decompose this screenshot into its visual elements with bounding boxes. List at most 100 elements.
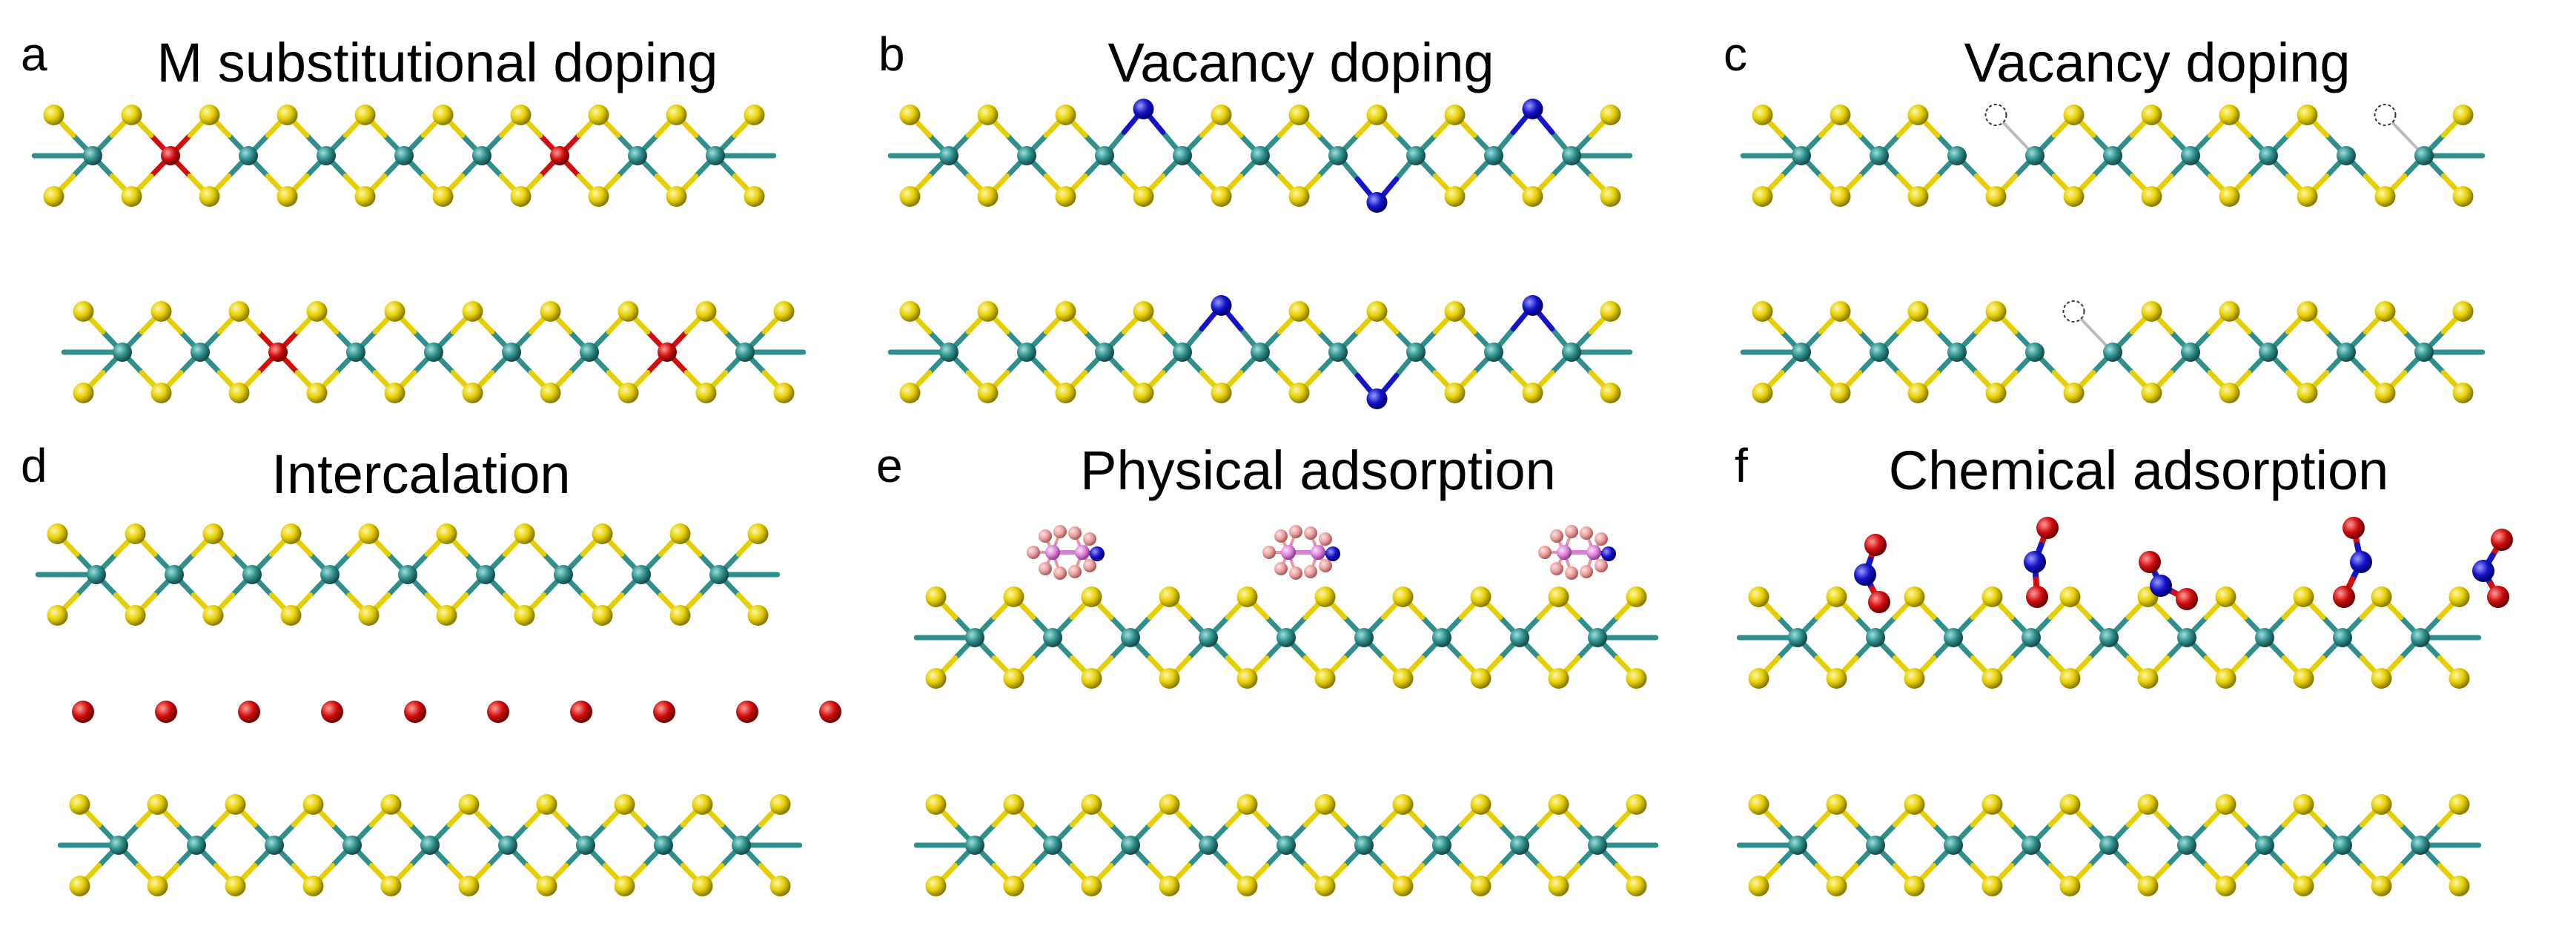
chalcogen-atom bbox=[1159, 586, 1180, 607]
intercalant-atom bbox=[736, 701, 758, 723]
chalcogen-atom bbox=[277, 105, 298, 125]
chalcogen-atom bbox=[2448, 794, 2470, 815]
intercalant-atom bbox=[155, 701, 177, 723]
chalcogen-atom bbox=[510, 186, 532, 207]
intercalant-atom bbox=[238, 701, 260, 723]
chalcogen-atom bbox=[1985, 186, 2007, 207]
intercalant-atom bbox=[819, 701, 841, 723]
chalcogen-atom bbox=[1830, 105, 1851, 125]
metal-atom bbox=[2177, 836, 2196, 855]
chalcogen-atom bbox=[354, 186, 376, 207]
chalcogen-atom bbox=[2374, 301, 2396, 322]
chalcogen-atom bbox=[1081, 586, 1102, 607]
chalcogen-atom bbox=[747, 523, 769, 544]
chalcogen-atom bbox=[1826, 668, 1847, 689]
chalcogen-atom bbox=[744, 105, 765, 125]
metal-atom bbox=[580, 343, 599, 362]
chalcogen-atom bbox=[280, 523, 302, 544]
metal-atom bbox=[939, 343, 958, 362]
chalcogen-atom bbox=[2297, 383, 2318, 403]
chalcogen-atom bbox=[925, 794, 947, 815]
chalcogen-atom bbox=[358, 523, 380, 544]
chalcogen-atom bbox=[380, 794, 402, 815]
chalcogen-atom bbox=[1907, 105, 1929, 125]
chalcogen-atom bbox=[302, 876, 324, 896]
metal-atom bbox=[2337, 343, 2356, 362]
chalcogen-atom bbox=[1470, 794, 1491, 815]
molecule-nitrogen-atom bbox=[1325, 546, 1340, 561]
chalcogen-atom bbox=[1981, 876, 2003, 896]
chalcogen-atom bbox=[617, 383, 639, 403]
metal-atom bbox=[1562, 146, 1581, 165]
chalcogen-atom bbox=[536, 876, 557, 896]
metal-atom bbox=[2255, 836, 2274, 855]
metal-atom bbox=[1510, 628, 1529, 647]
chalcogen-atom bbox=[1211, 186, 1232, 207]
chalcogen-atom bbox=[458, 876, 480, 896]
chalcogen-atom bbox=[2374, 186, 2396, 207]
chalcogen-atom bbox=[2219, 105, 2240, 125]
metal-atom bbox=[2333, 628, 2352, 647]
chalcogen-atom bbox=[1748, 794, 1769, 815]
hydrogen-atom bbox=[1304, 565, 1317, 578]
chalcogen-atom bbox=[540, 383, 561, 403]
chalcogen-atom bbox=[1081, 794, 1102, 815]
molecule-core-atom bbox=[1586, 545, 1601, 560]
chalcogen-atom bbox=[384, 383, 405, 403]
metal-atom bbox=[346, 343, 365, 362]
chalcogen-atom bbox=[147, 876, 168, 896]
chalcogen-atom bbox=[306, 301, 328, 322]
panel-c-title: Vacancy doping bbox=[1964, 32, 2350, 93]
chalcogen-atom bbox=[1081, 876, 1102, 896]
metal-atom bbox=[965, 628, 984, 647]
metal-atom bbox=[113, 343, 132, 362]
oxygen-atom bbox=[2333, 586, 2355, 608]
metal-atom bbox=[732, 836, 751, 855]
chalcogen-atom bbox=[2219, 186, 2240, 207]
metal-atom bbox=[476, 565, 495, 584]
metal-atom bbox=[187, 836, 206, 855]
chalcogen-atom bbox=[2137, 668, 2159, 689]
chalcogen-atom bbox=[1548, 876, 1569, 896]
metal-atom bbox=[1484, 343, 1503, 362]
chalcogen-atom bbox=[69, 794, 90, 815]
chalcogen-atom bbox=[2297, 105, 2318, 125]
chalcogen-atom bbox=[695, 383, 717, 403]
metal-atom bbox=[1788, 628, 1807, 647]
metal-atom bbox=[1870, 146, 1889, 165]
chalcogen-atom bbox=[977, 186, 999, 207]
chalcogen-atom bbox=[1826, 794, 1847, 815]
metal-atom bbox=[2025, 146, 2044, 165]
hydrogen-atom bbox=[1595, 532, 1608, 546]
metal-atom bbox=[2025, 343, 2044, 362]
chalcogen-atom bbox=[202, 605, 224, 626]
chalcogen-atom bbox=[1600, 186, 1621, 207]
chalcogen-atom bbox=[666, 186, 687, 207]
chalcogen-atom bbox=[1548, 586, 1569, 607]
chalcogen-atom bbox=[2371, 794, 2392, 815]
hydrogen-atom bbox=[1262, 546, 1276, 559]
metal-atom bbox=[965, 836, 984, 855]
chalcogen-atom bbox=[1288, 301, 1310, 322]
chalcogen-atom bbox=[2215, 876, 2236, 896]
chalcogen-atom bbox=[1444, 186, 1466, 207]
hydrogen-atom bbox=[1289, 566, 1302, 580]
chalcogen-atom bbox=[462, 383, 483, 403]
molecule-core-atom bbox=[1557, 545, 1572, 560]
metal-atom bbox=[2022, 836, 2041, 855]
panel-d-letter: d bbox=[21, 439, 47, 492]
metal-atom bbox=[554, 565, 573, 584]
metal-atom bbox=[2259, 343, 2278, 362]
atom-layer bbox=[43, 99, 2513, 896]
metal-atom bbox=[2103, 343, 2122, 362]
chalcogen-atom bbox=[199, 186, 220, 207]
chalcogen-dopant-atom bbox=[1211, 295, 1232, 316]
chalcogen-atom bbox=[1830, 301, 1851, 322]
chalcogen-atom bbox=[1600, 383, 1621, 403]
metal-atom bbox=[1947, 343, 1967, 362]
chalcogen-atom bbox=[2297, 301, 2318, 322]
metal-atom bbox=[709, 565, 729, 584]
metal-atom bbox=[2255, 628, 2274, 647]
chalcogen-atom bbox=[1003, 586, 1024, 607]
chalcogen-atom bbox=[225, 794, 246, 815]
